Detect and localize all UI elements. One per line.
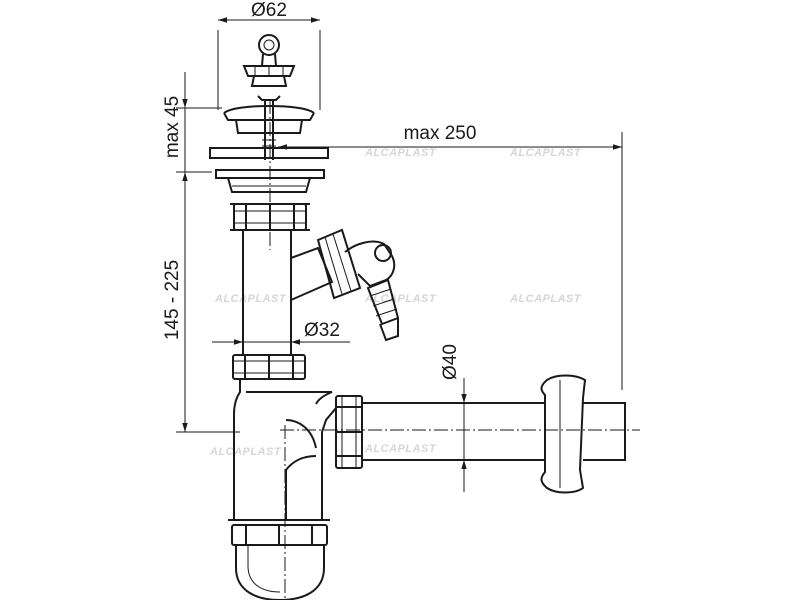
strainer-flange <box>223 95 315 160</box>
siphon-body <box>209 34 626 600</box>
watermark-1: ALCAPLAST <box>364 147 437 159</box>
watermarks: ALCAPLAST ALCAPLAST ALCAPLAST ALCAPLAST … <box>209 147 582 458</box>
stopper-plug <box>242 34 296 87</box>
dimension-lines <box>176 17 623 492</box>
dimension-label-pipe-diameter: Ø32 <box>304 320 340 341</box>
side-branch <box>290 228 400 342</box>
dimension-label-top-diameter: Ø62 <box>251 0 287 21</box>
dimension-labels: Ø62 max 45 145 - 225 max 250 Ø32 Ø40 <box>162 0 476 380</box>
outlet-pipe <box>362 374 626 494</box>
vertical-pipe <box>242 230 292 355</box>
watermark-2: ALCAPLAST <box>509 147 582 159</box>
bottle-body <box>233 379 337 521</box>
lower-nut <box>232 354 306 380</box>
watermark-4: ALCAPLAST <box>364 293 437 305</box>
bottom-nut <box>228 519 330 546</box>
watermark-7: ALCAPLAST <box>364 443 437 455</box>
dimension-label-max-height: max 45 <box>162 96 183 158</box>
watermark-3: ALCAPLAST <box>214 293 287 305</box>
dimension-label-max-length: max 250 <box>404 123 477 144</box>
dimension-label-height-range: 145 - 225 <box>162 260 183 340</box>
outlet-nut <box>335 395 363 469</box>
center-lines <box>269 100 640 600</box>
upper-nut <box>230 203 310 231</box>
sink-plate <box>209 147 329 193</box>
watermark-5: ALCAPLAST <box>509 293 582 305</box>
bottom-cup <box>235 545 325 600</box>
watermark-6: ALCAPLAST <box>209 446 282 458</box>
dimension-label-outlet-diameter: Ø40 <box>440 344 461 380</box>
